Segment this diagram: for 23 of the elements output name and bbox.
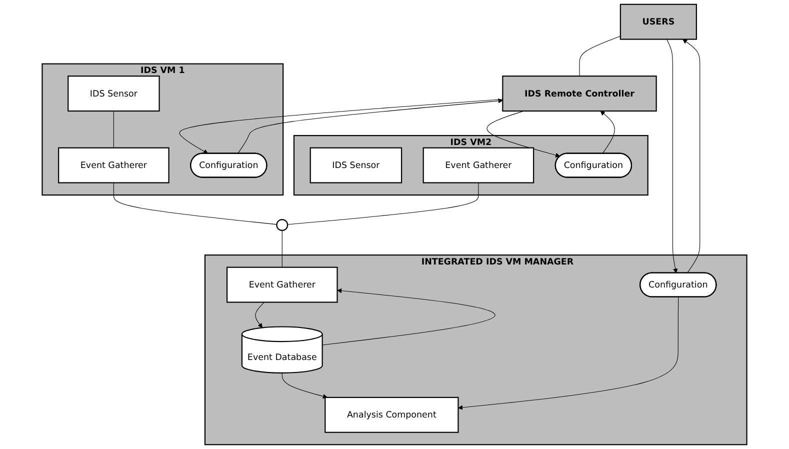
node-box: IDS Sensor bbox=[68, 76, 160, 112]
connector bbox=[113, 182, 277, 225]
arrow bbox=[179, 98, 503, 154]
node-box: Event Gatherer bbox=[58, 147, 170, 184]
arrow bbox=[458, 296, 679, 410]
node-box: IDS Sensor bbox=[310, 147, 402, 184]
arrow bbox=[237, 98, 503, 154]
arrow bbox=[600, 110, 615, 154]
node-box: Event Gatherer bbox=[422, 147, 534, 184]
arrow bbox=[322, 288, 496, 346]
arrow bbox=[255, 302, 265, 328]
connector bbox=[287, 182, 479, 225]
connector bbox=[579, 36, 621, 76]
node-box: USERS bbox=[620, 4, 697, 40]
node-circle bbox=[276, 219, 288, 232]
arrow bbox=[666, 39, 678, 274]
node-box: IDS Remote Controller bbox=[502, 76, 657, 112]
node-box: Event Gatherer bbox=[226, 266, 338, 303]
arrow bbox=[282, 372, 328, 399]
arrow bbox=[682, 39, 700, 274]
arrow bbox=[486, 110, 560, 158]
node-box: Analysis Component bbox=[324, 396, 459, 433]
connector bbox=[113, 110, 114, 148]
